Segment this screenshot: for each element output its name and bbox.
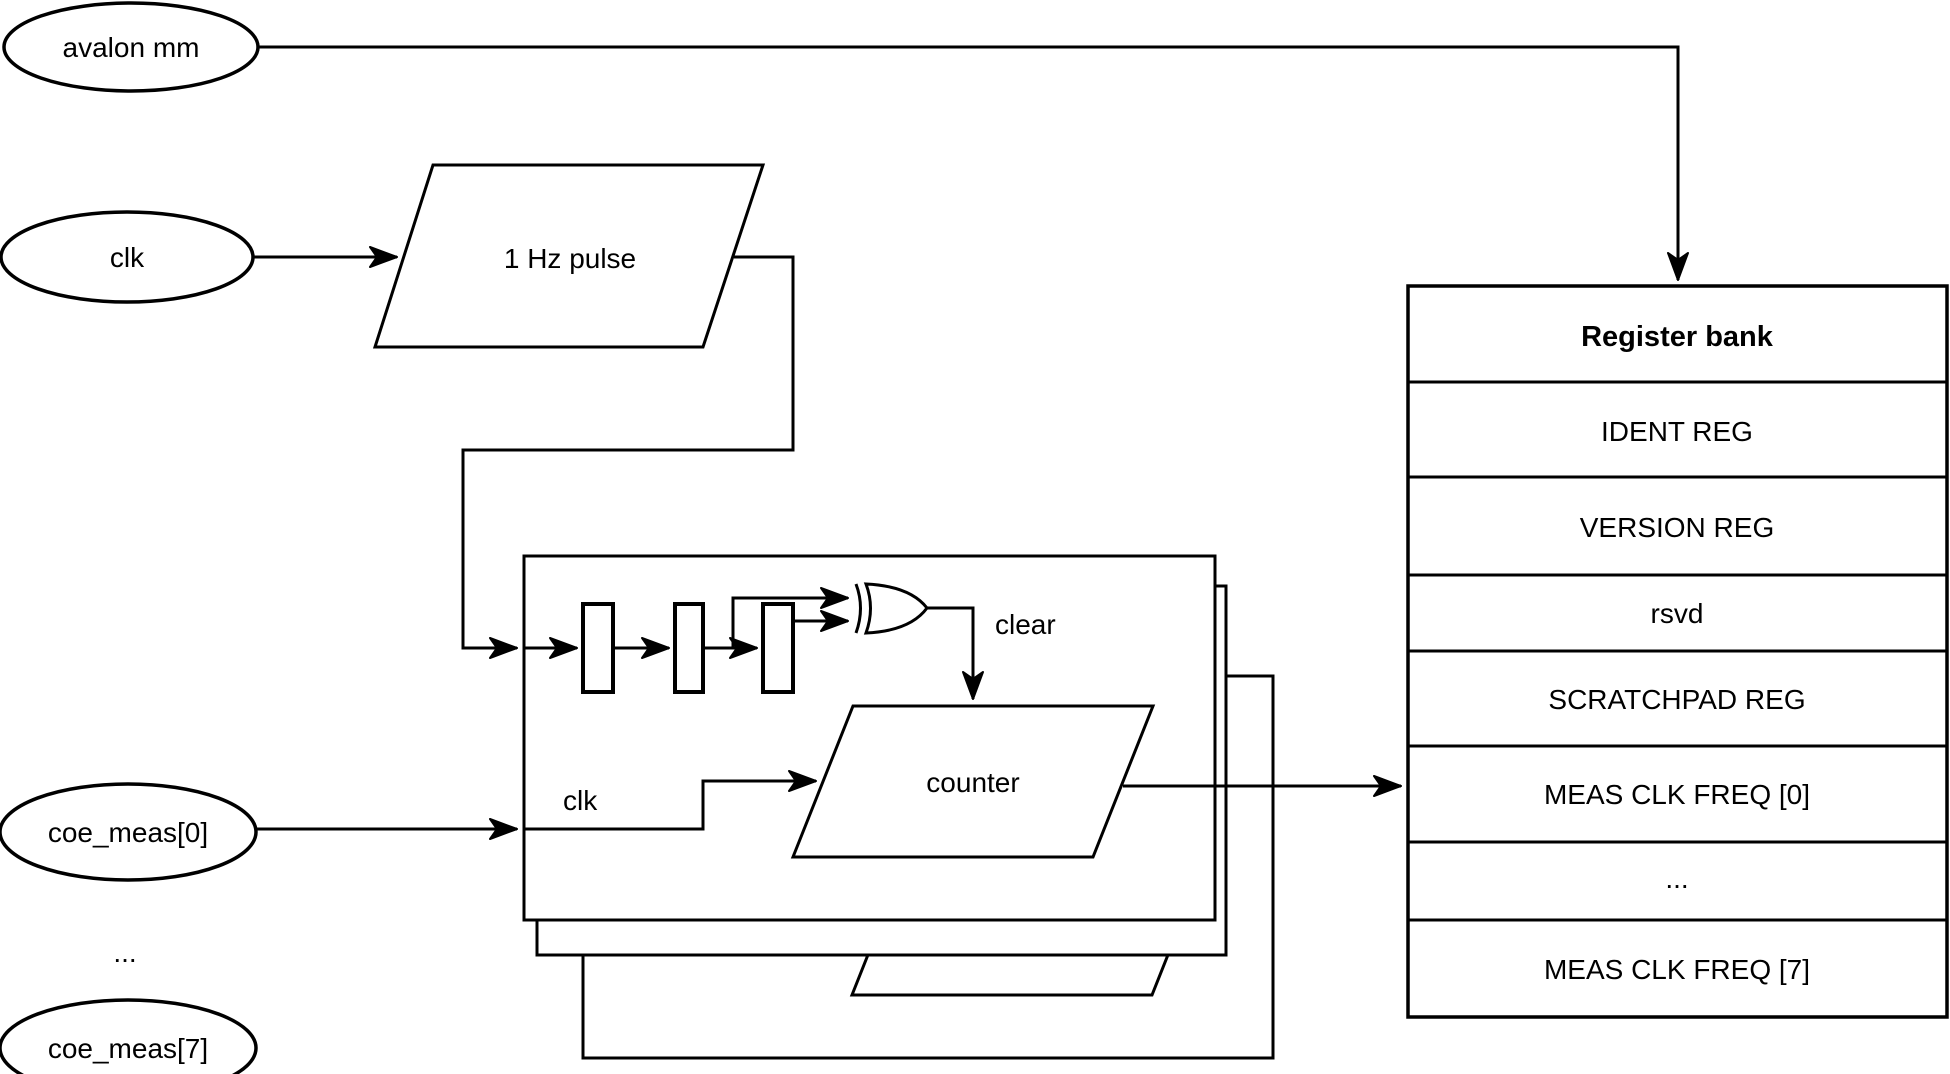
wire-avalon-to-register-bank: [258, 45, 1689, 281]
register-bank: Register bank IDENT REG VERSION REG rsvd…: [1406, 284, 1949, 1019]
counter-shape: [790, 704, 1156, 859]
pulse-shape: [372, 163, 766, 349]
coe-meas7-node: [0, 998, 258, 1074]
clk-node: [0, 210, 255, 304]
pulse-label: 1 Hz pulse: [504, 243, 636, 274]
register-row-scratchpad: SCRATCHPAD REG: [1548, 684, 1805, 715]
register-row-version: VERSION REG: [1580, 512, 1774, 543]
flip-flop-3: [761, 602, 795, 694]
register-bank-header: Register bank: [1581, 321, 1774, 353]
counter-label: counter: [926, 767, 1019, 798]
flip-flop-2: [673, 602, 705, 694]
clear-label: clear: [995, 609, 1056, 640]
xor-gate-input-arc: [854, 583, 862, 634]
coe-meas0-label: coe_meas[0]: [48, 817, 208, 848]
avalon-mm-node: [2, 1, 260, 93]
coe-meas7-label: coe_meas[7]: [48, 1033, 208, 1064]
flip-flop-1: [581, 602, 615, 694]
wire-clk-to-counter: [524, 770, 817, 831]
instance-clk-label: clk: [563, 785, 598, 816]
xor-gate: [863, 582, 929, 635]
wire-branch-to-xor-top: [731, 587, 849, 648]
wire-pulse-to-instance: [461, 255, 795, 659]
wire-clear-to-counter: [927, 606, 984, 700]
coe-meas0-node: [0, 782, 258, 882]
register-row-meas0: MEAS CLK FREQ [0]: [1544, 779, 1810, 810]
register-row-meas7: MEAS CLK FREQ [7]: [1544, 954, 1810, 985]
register-row-ident: IDENT REG: [1601, 416, 1753, 447]
coe-meas-ellipsis: ...: [113, 937, 136, 968]
register-row-ellipsis: ...: [1665, 863, 1688, 894]
register-row-rsvd: rsvd: [1651, 598, 1704, 629]
avalon-mm-label: avalon mm: [63, 32, 200, 63]
clk-label: clk: [110, 242, 145, 273]
